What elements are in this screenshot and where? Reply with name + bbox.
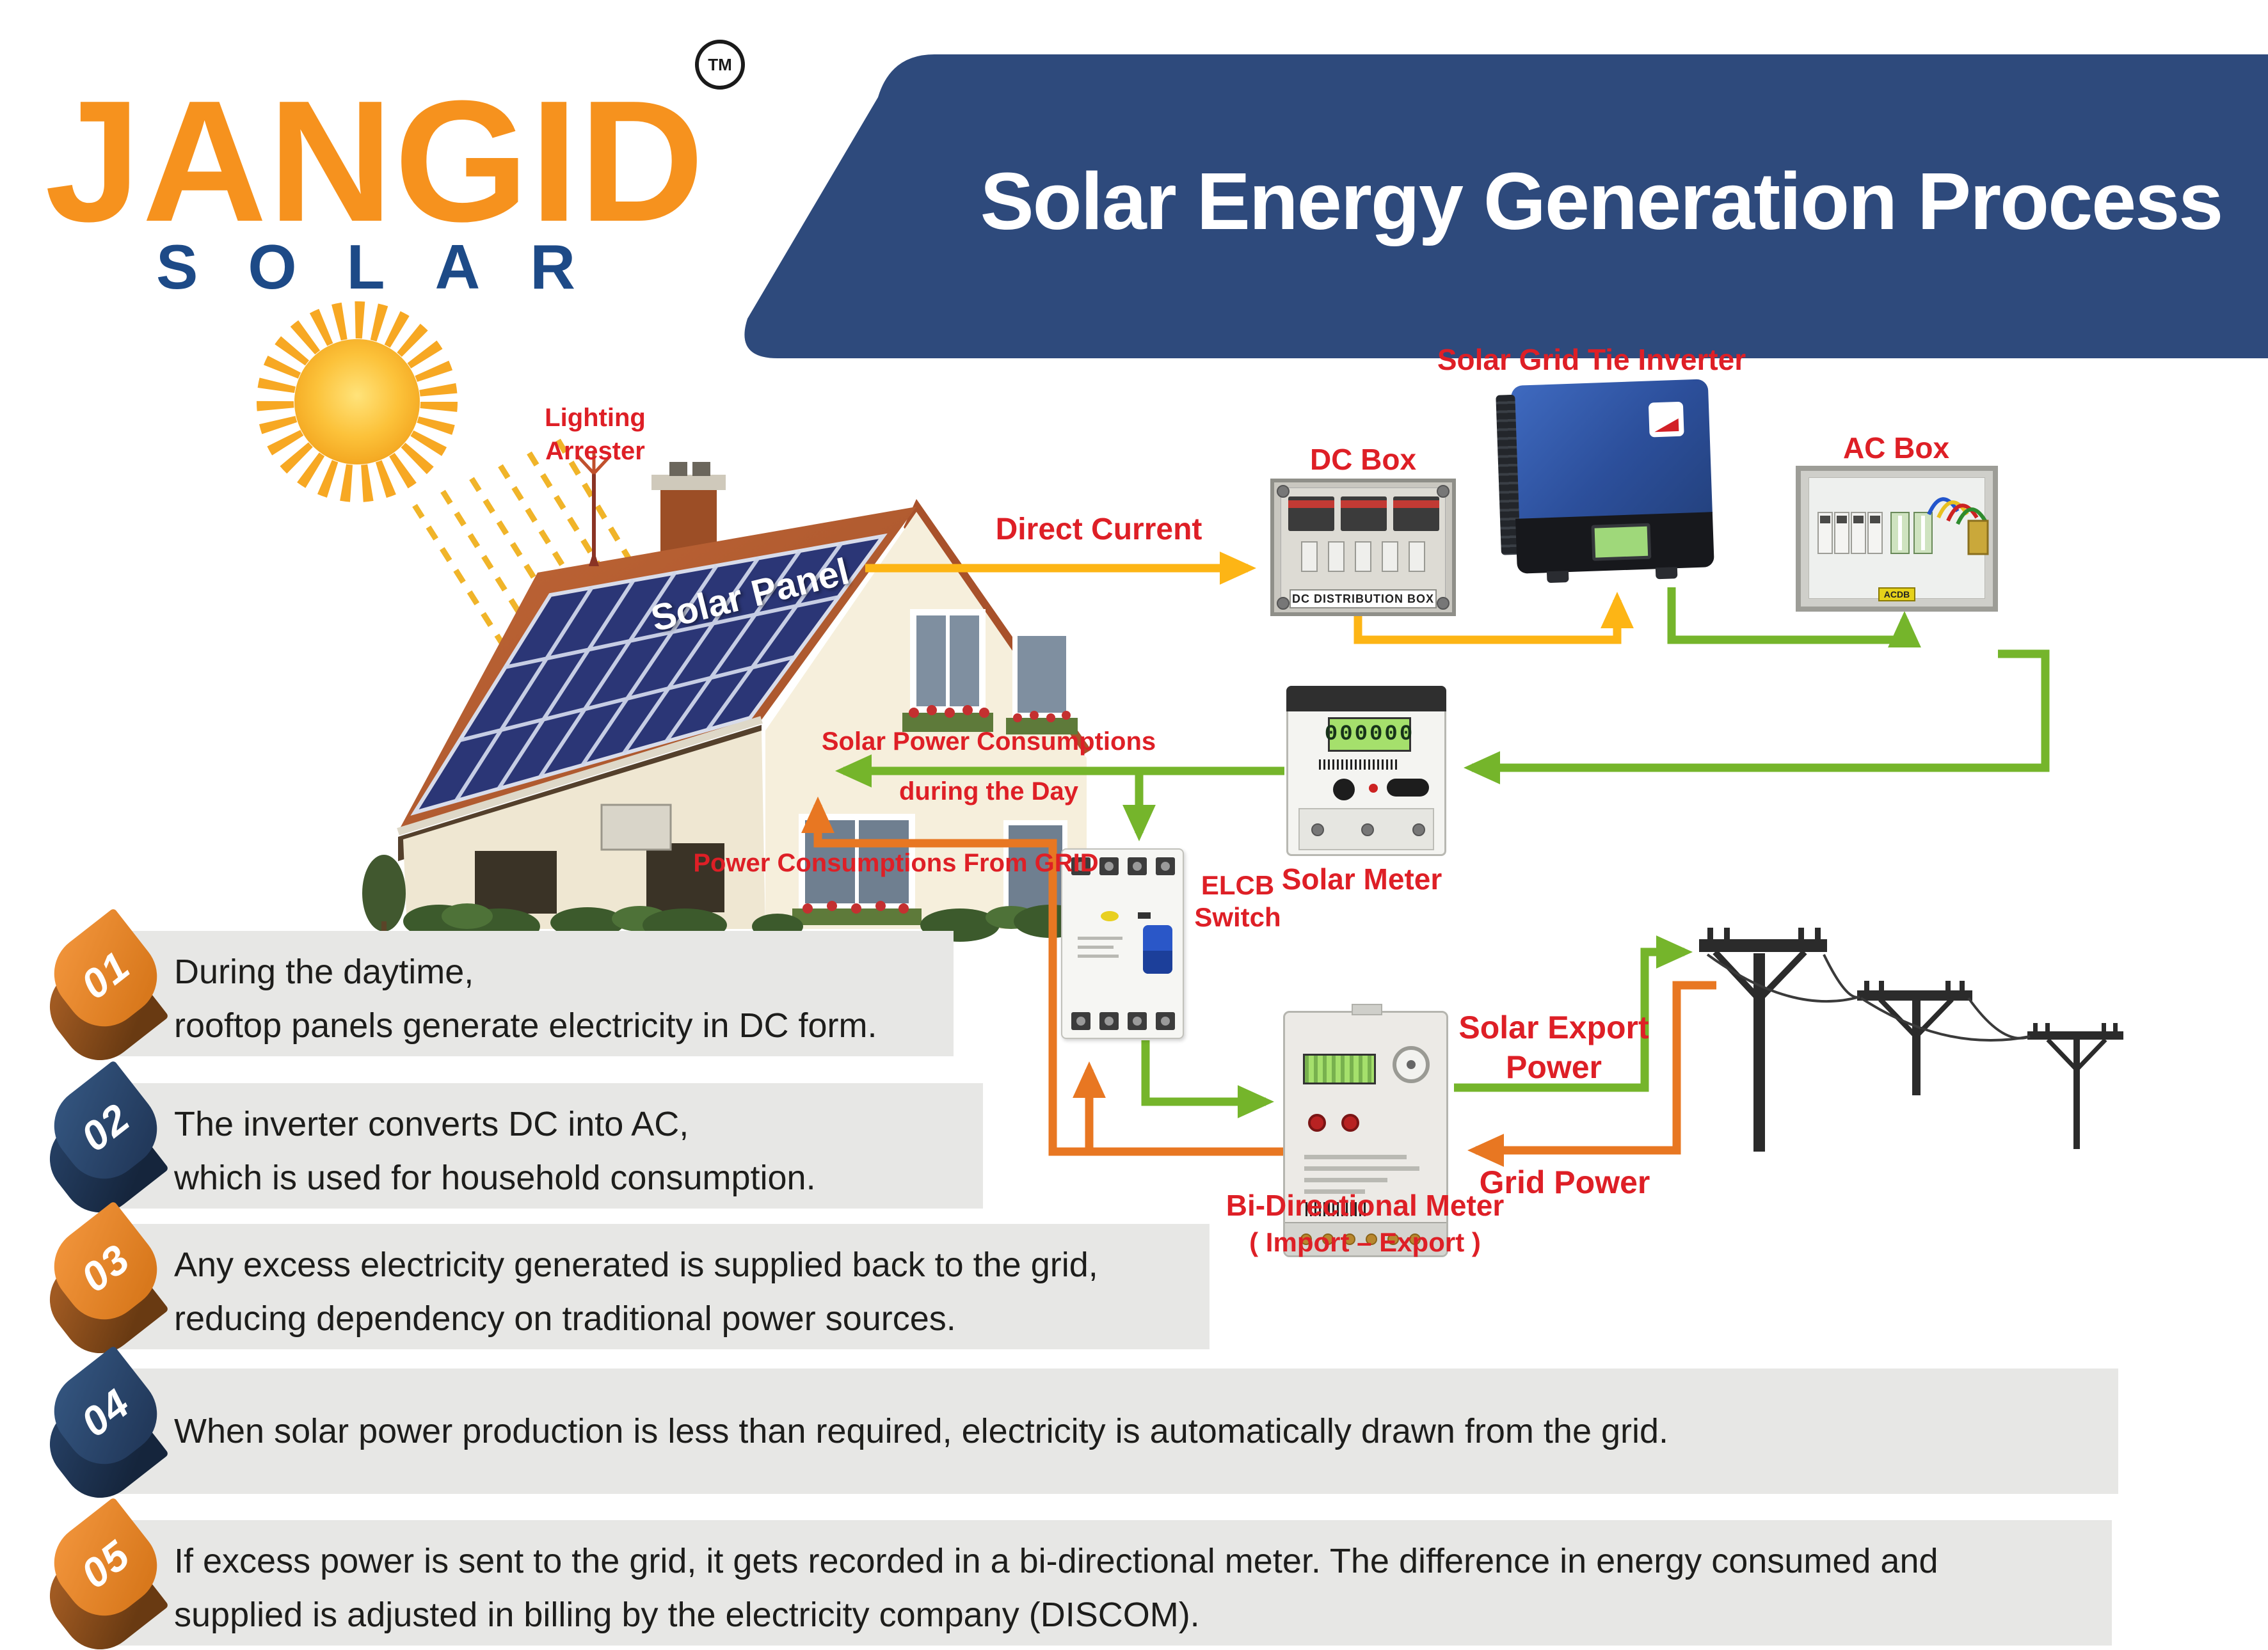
- elcb-indicator: [1138, 912, 1151, 919]
- bimeter-label-1: Bi-Directional Meter: [1226, 1189, 1505, 1222]
- inverter-display: [1591, 523, 1652, 561]
- page-title: Solar Energy Generation Process: [980, 156, 2224, 246]
- step-2-line-2: which is used for household consumption.: [174, 1159, 816, 1197]
- elcb-to-bimeter-arrow: [1141, 1040, 1274, 1118]
- lighting-arrester-label-1: Lighting: [545, 404, 646, 432]
- inverter-label: Solar Grid Tie Inverter: [1437, 343, 1746, 376]
- step-badge-5: 05: [34, 1496, 173, 1650]
- power-poles-icon: [1699, 928, 2123, 1152]
- bimeter-tab: [1352, 1004, 1382, 1015]
- step-3-line-2: reducing dependency on traditional power…: [174, 1299, 956, 1338]
- bimeter-dial: [1393, 1046, 1430, 1083]
- bimeter-display: [1303, 1054, 1376, 1084]
- logo-jangid: JANGID: [45, 65, 706, 258]
- bidirectional-meter-image: [1283, 1004, 1448, 1257]
- solar-meter-label: Solar Meter: [1281, 862, 1442, 896]
- solar-consumption-label-1: Solar Power Consumptions: [821, 727, 1156, 756]
- grid-consumption-label: Power Consumptions From GRID: [693, 849, 1099, 877]
- solar-consumption-label-2: during the Day: [898, 777, 1079, 805]
- elcb-test-button: [1101, 911, 1119, 921]
- solar-export-label-1: Solar Export: [1458, 1010, 1649, 1045]
- step-5-line-2: supplied is adjusted in billing by the e…: [174, 1596, 1200, 1634]
- elcb-label-2: Switch: [1194, 902, 1281, 932]
- direct-current-label: Direct Current: [995, 512, 1202, 546]
- step-3-line-1: Any excess electricity generated is supp…: [174, 1246, 1098, 1284]
- bimeter-label-2: ( Import – Export ): [1249, 1227, 1481, 1257]
- banner-shape: [744, 54, 2268, 358]
- step-4-line-1: When solar power production is less than…: [174, 1412, 1669, 1450]
- step-number-2: 02: [72, 1094, 139, 1161]
- lighting-arrester-label-2: Arrester: [545, 437, 645, 465]
- step-panel-4: [114, 1368, 2118, 1494]
- bimeter-button-2: [1341, 1114, 1359, 1132]
- step-panel-5: [114, 1520, 2112, 1646]
- meter-terminal-cover: [1298, 808, 1434, 850]
- elcb-label-1: ELCB: [1201, 870, 1275, 900]
- grid-power-label: Grid Power: [1479, 1164, 1650, 1200]
- solar-meter-display: 000000: [1325, 717, 1412, 752]
- step-panel-3: [114, 1224, 1210, 1349]
- solar-export-label-2: Power: [1505, 1049, 1602, 1085]
- step-number-4: 04: [72, 1379, 139, 1446]
- step-panel-1: [114, 931, 954, 1056]
- dc-box-label: DC Box: [1309, 443, 1417, 476]
- inverter-body: [1510, 379, 1713, 520]
- step-1-line-2: rooftop panels generate electricity in D…: [174, 1006, 877, 1045]
- inverter-to-acbox-arrow: [1667, 587, 1921, 648]
- step-number-1: 01: [72, 942, 139, 1008]
- ac-box-wires-icon: [1927, 497, 1989, 555]
- bimeter-button-1: [1308, 1114, 1326, 1132]
- bimeter-to-house-line: [801, 797, 1284, 1156]
- solar-meter-image: 000000: [1286, 686, 1446, 856]
- step-number-5: 05: [72, 1531, 139, 1598]
- grid-power-arrow: [1467, 981, 1716, 1167]
- elcb-switch-image: [1061, 848, 1184, 1039]
- ac-box-label: AC Box: [1842, 431, 1950, 464]
- step-5-line-1: If excess power is sent to the grid, it …: [174, 1542, 1938, 1580]
- lightning-arrester-icon: [576, 450, 612, 566]
- step-badge-1: 01: [34, 907, 173, 1087]
- dc-box-image: DC DISTRIBUTION BOX: [1270, 479, 1456, 616]
- meter-button: [1333, 779, 1355, 800]
- step-panel-2: [114, 1083, 983, 1209]
- meter-port: [1387, 779, 1429, 797]
- solar-meter-cap: [1286, 686, 1446, 711]
- meter-led: [1369, 784, 1378, 793]
- step-1-line-1: During the daytime,: [174, 953, 474, 991]
- sma-logo-icon: [1648, 401, 1684, 438]
- elcb-toggle: [1143, 925, 1172, 974]
- bimeter-terminals: [1285, 1222, 1446, 1255]
- dcbox-to-inverter-arrow: [1354, 592, 1634, 644]
- ac-box-image: ACDB: [1796, 466, 1998, 612]
- dc-distribution-box-label: DC DISTRIBUTION BOX: [1290, 589, 1437, 608]
- acbox-to-solarmeter-arrow: [1464, 649, 2050, 784]
- acdb-label: ACDB: [1878, 587, 1915, 601]
- inverter-image: [1496, 379, 1714, 583]
- sun-icon: [257, 301, 458, 502]
- logo-solar: SOLAR: [156, 232, 625, 302]
- step-number-3: 03: [72, 1235, 139, 1301]
- trademark-icon: TM: [695, 40, 745, 90]
- step-2-line-1: The inverter converts DC into AC,: [174, 1105, 689, 1143]
- solar-export-arrow: [1454, 935, 1693, 1092]
- solar-panel-array-icon: [410, 533, 888, 816]
- inverter-bottom-panel: [1515, 512, 1714, 574]
